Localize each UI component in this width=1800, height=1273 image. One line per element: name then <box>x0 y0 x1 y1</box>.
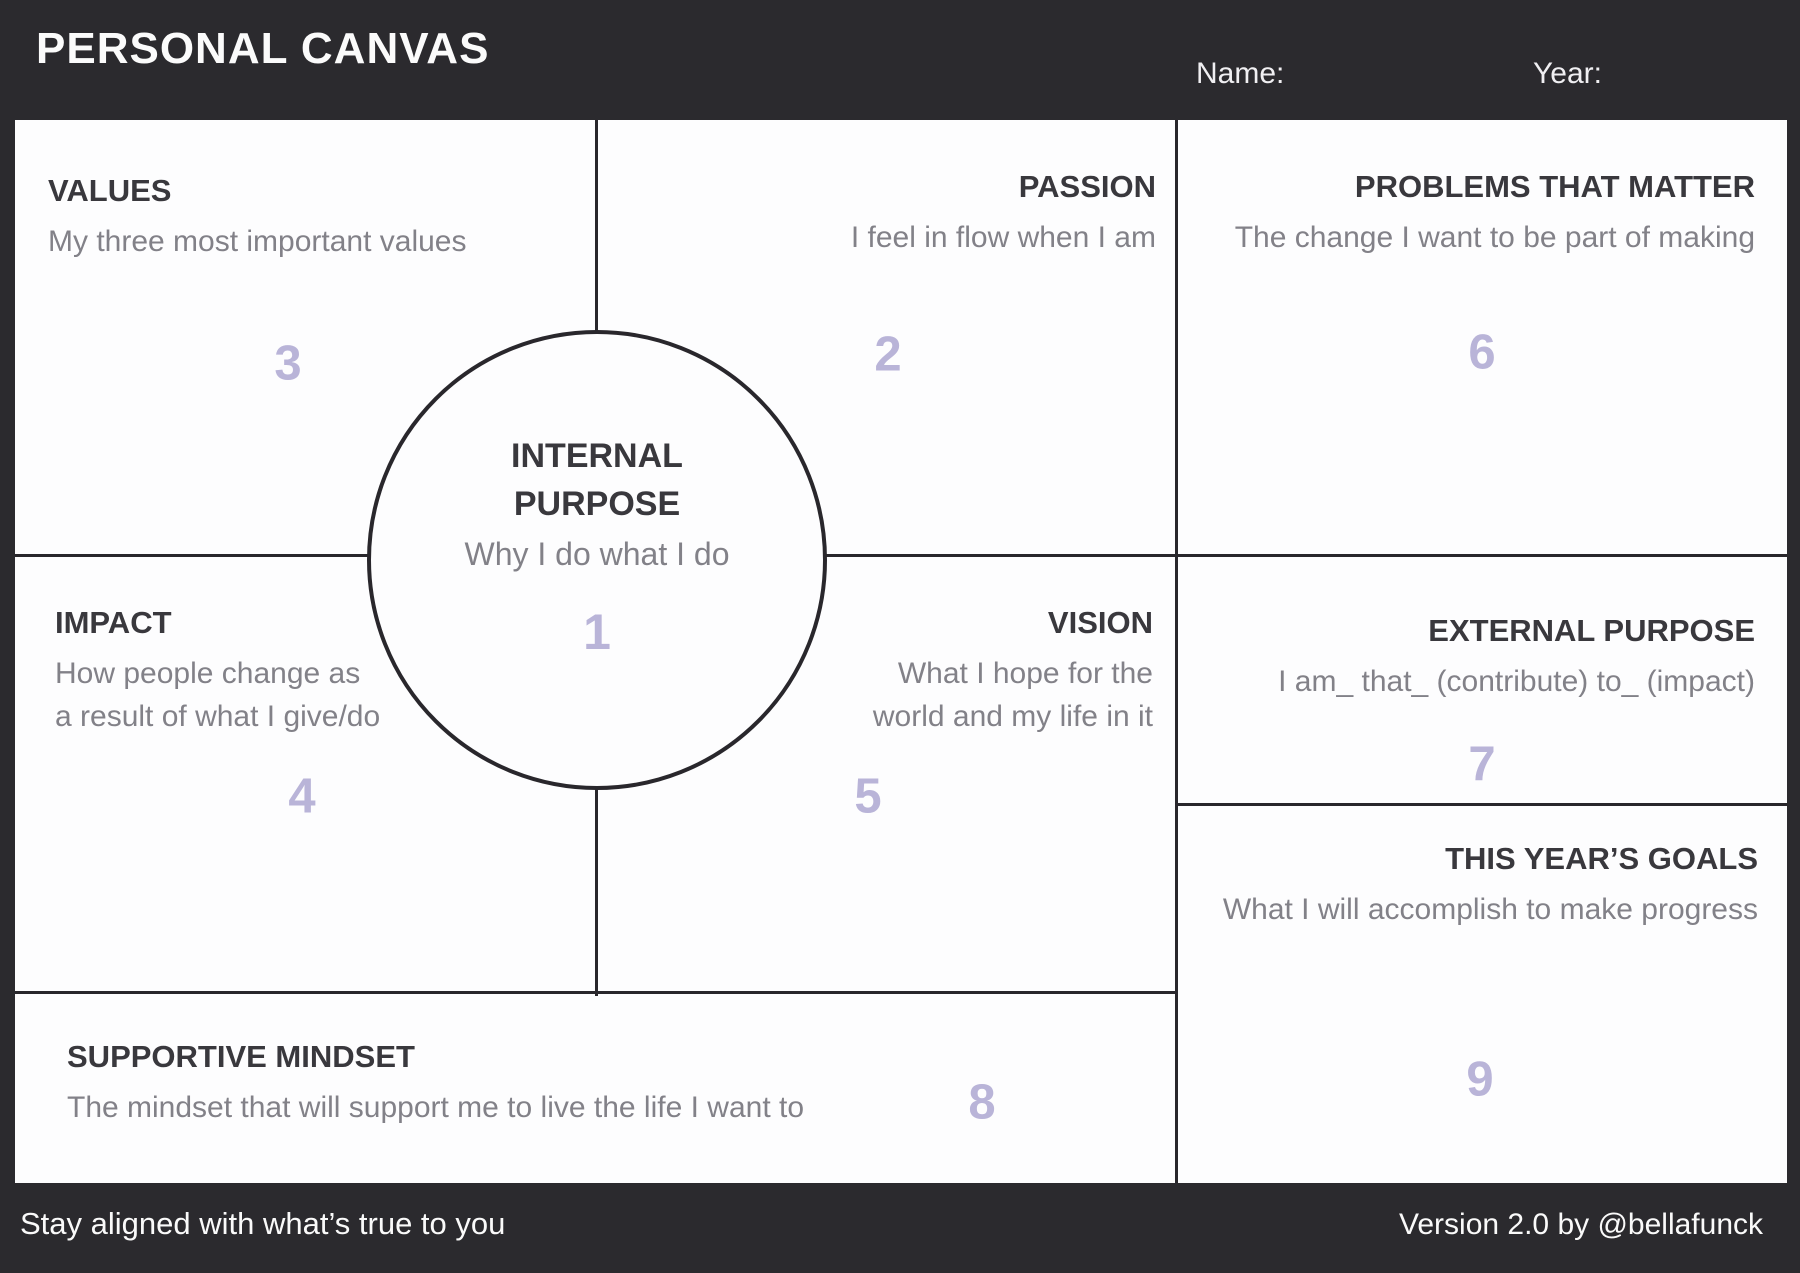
grid-line-horizontal-mindset <box>15 991 1178 994</box>
impact-subtitle: How people change as a result of what I … <box>55 652 380 739</box>
goals-number: 9 <box>1466 1052 1494 1107</box>
impact-title: IMPACT <box>55 605 172 640</box>
name-label: Name: <box>1196 57 1285 90</box>
year-label: Year: <box>1533 57 1602 90</box>
page-title: PERSONAL CANVAS <box>36 24 490 73</box>
mindset-title: SUPPORTIVE MINDSET <box>67 1039 415 1074</box>
values-subtitle: My three most important values <box>48 224 467 258</box>
external-purpose-title: EXTERNAL PURPOSE <box>1428 613 1755 648</box>
internal-purpose-title-line1: INTERNAL <box>511 436 683 475</box>
section-values[interactable]: VALUES My three most important values <box>48 170 467 263</box>
canvas-grid: VALUES My three most important values 3 … <box>15 120 1787 1183</box>
internal-purpose-content: INTERNAL PURPOSE Why I do what I do 1 <box>464 433 729 661</box>
goals-title: THIS YEAR’S GOALS <box>1445 841 1758 876</box>
section-vision[interactable]: VISION What I hope for the world and my … <box>600 602 1153 739</box>
section-internal-purpose[interactable]: INTERNAL PURPOSE Why I do what I do 1 <box>367 330 827 790</box>
footer-tagline: Stay aligned with what’s true to you <box>20 1206 506 1241</box>
section-external-purpose[interactable]: EXTERNAL PURPOSE I am_ that_ (contribute… <box>1200 610 1755 703</box>
mindset-number: 8 <box>968 1075 996 1130</box>
vision-subtitle: What I hope for the world and my life in… <box>600 652 1153 739</box>
vision-subtitle-line1: What I hope for the <box>897 656 1153 690</box>
passion-subtitle: I feel in flow when I am <box>850 220 1156 254</box>
vision-subtitle-line2: world and my life in it <box>872 700 1153 734</box>
mindset-subtitle: The mindset that will support me to live… <box>67 1090 805 1124</box>
section-problems-that-matter[interactable]: PROBLEMS THAT MATTER The change I want t… <box>1200 166 1755 259</box>
grid-line-vertical-right <box>1175 120 1178 1183</box>
section-passion[interactable]: PASSION I feel in flow when I am <box>600 166 1156 259</box>
year-input-area[interactable] <box>1612 52 1800 92</box>
grid-line-horizontal-goals <box>1175 803 1787 806</box>
internal-purpose-subtitle: Why I do what I do <box>464 536 730 573</box>
problems-subtitle: The change I want to be part of making <box>1234 220 1755 254</box>
vision-title: VISION <box>1047 605 1153 640</box>
impact-subtitle-line1: How people change as <box>55 656 361 690</box>
section-this-years-goals[interactable]: THIS YEAR’S GOALS What I will accomplish… <box>1200 838 1758 931</box>
section-impact[interactable]: IMPACT How people change as a result of … <box>55 602 380 739</box>
section-supportive-mindset[interactable]: SUPPORTIVE MINDSET The mindset that will… <box>67 1036 804 1129</box>
internal-purpose-number: 1 <box>583 604 611 661</box>
problems-title: PROBLEMS THAT MATTER <box>1354 169 1755 204</box>
impact-number: 4 <box>288 769 316 824</box>
values-number: 3 <box>274 336 302 391</box>
problems-number: 6 <box>1468 325 1496 380</box>
passion-title: PASSION <box>1018 169 1156 204</box>
values-title: VALUES <box>48 173 172 208</box>
impact-subtitle-line2: a result of what I give/do <box>55 700 381 734</box>
name-input-area[interactable] <box>1290 52 1510 92</box>
grid-line-horizontal-middle <box>15 554 1787 557</box>
passion-number: 2 <box>874 327 902 382</box>
external-purpose-subtitle: I am_ that_ (contribute) to_ (impact) <box>1278 664 1755 698</box>
external-purpose-number: 7 <box>1468 737 1496 792</box>
goals-subtitle: What I will accomplish to make progress <box>1222 892 1758 926</box>
vision-number: 5 <box>854 769 882 824</box>
footer-version-credit: Version 2.0 by @bellafunck <box>1399 1208 1763 1241</box>
internal-purpose-title-line2: PURPOSE <box>513 484 681 523</box>
